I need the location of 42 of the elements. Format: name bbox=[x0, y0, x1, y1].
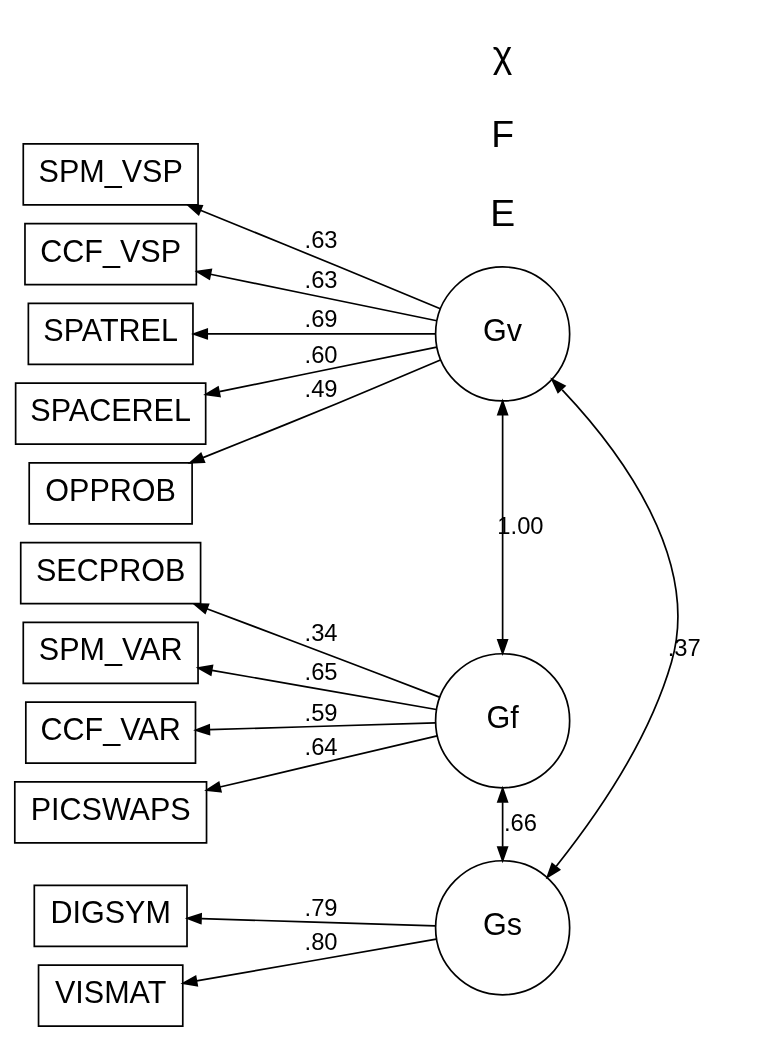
arrow bbox=[184, 912, 437, 927]
arrow bbox=[180, 938, 438, 987]
arrow bbox=[191, 603, 441, 698]
arrow bbox=[204, 734, 439, 793]
edge-label: .66 bbox=[503, 808, 537, 836]
node-box: SPATREL bbox=[27, 302, 194, 366]
node-circle: Gv bbox=[434, 266, 571, 402]
edge-label: .34 bbox=[304, 619, 338, 647]
edge-label: .63 bbox=[304, 266, 338, 294]
arrow bbox=[195, 664, 438, 711]
node-circle: Gf bbox=[434, 652, 571, 789]
node-box: CCF_VSP bbox=[24, 222, 198, 286]
label: E bbox=[490, 192, 516, 235]
edge-label: .65 bbox=[304, 658, 338, 686]
arrow bbox=[185, 204, 442, 310]
node-box: SPM_VSP bbox=[22, 143, 199, 206]
arrow bbox=[496, 785, 509, 864]
arrow bbox=[545, 377, 679, 880]
edge-label: .49 bbox=[304, 375, 338, 403]
label: F bbox=[491, 112, 515, 155]
edge-label: .59 bbox=[304, 699, 338, 727]
arrow bbox=[191, 327, 437, 340]
arrow bbox=[193, 721, 437, 736]
node-box: SECPROB bbox=[19, 541, 202, 605]
edge-label: .60 bbox=[304, 341, 338, 369]
node-box: SPACEREL bbox=[14, 382, 207, 446]
arrow bbox=[187, 359, 442, 464]
edge-label: .63 bbox=[304, 225, 338, 253]
arrow bbox=[194, 268, 438, 322]
arrow bbox=[496, 398, 509, 656]
edge-label: .79 bbox=[304, 894, 338, 922]
edge-label: .64 bbox=[304, 733, 338, 761]
node-box: DIGSYM bbox=[33, 884, 188, 948]
edge-label: .80 bbox=[304, 928, 338, 956]
node-box: SPM_VAR bbox=[22, 621, 199, 685]
arrow bbox=[203, 346, 438, 398]
node-box: CCF_VAR bbox=[24, 701, 197, 765]
node-box: OPPROB bbox=[28, 462, 193, 525]
node-box: VISMAT bbox=[37, 964, 184, 1028]
node-box: PICSWAPS bbox=[13, 781, 208, 844]
edge-label: .69 bbox=[304, 305, 338, 333]
label: χ bbox=[492, 32, 513, 75]
